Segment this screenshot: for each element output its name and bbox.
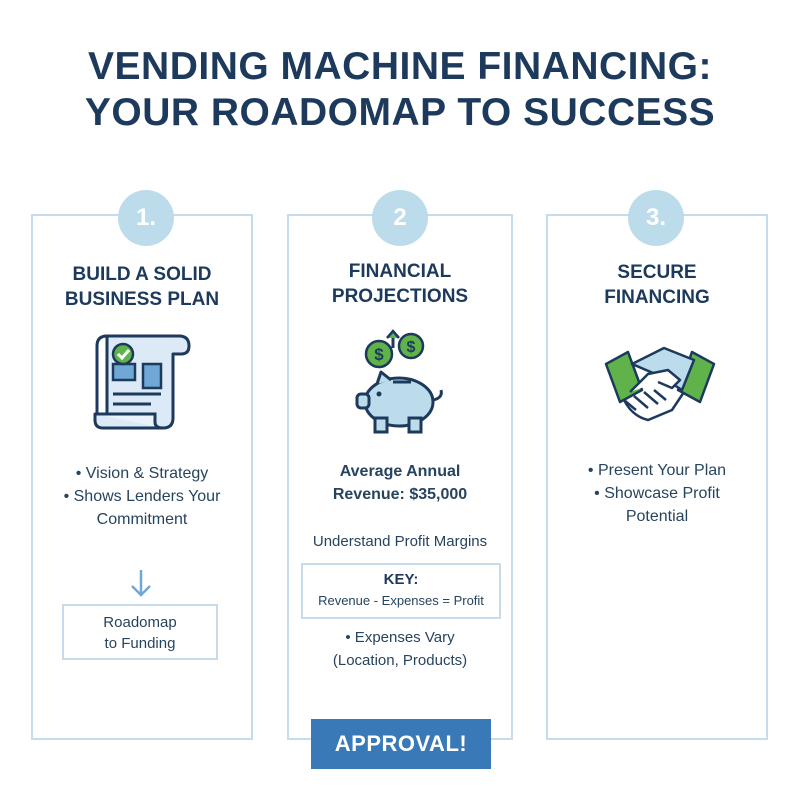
step-1-heading: BUILD A SOLID BUSINESS PLAN: [64, 264, 220, 310]
key-label: KEY:: [383, 571, 419, 588]
step-2-heading: FINANCIAL PROJECTIONS: [331, 261, 469, 307]
arrow-down-icon: [131, 570, 151, 597]
title-line-1: VENDING MACHINE FINANCING:: [88, 45, 712, 88]
business-plan-document-icon: [93, 334, 191, 430]
approval-banner: APPROVAL!: [311, 719, 491, 769]
step-2-badge: 2: [372, 190, 428, 246]
handshake-icon: [604, 346, 716, 422]
step-1-badge: 1.: [118, 190, 174, 246]
key-formula: Revenue - Expenses = Profit: [318, 593, 484, 608]
svg-text:$: $: [407, 339, 416, 356]
step-3-bullet-continuation: Potential: [625, 508, 689, 525]
step-1-bullet: • Vision & Strategy: [75, 465, 209, 482]
profit-key-box: KEY: Revenue - Expenses = Profit: [301, 563, 501, 619]
title-line-2: YOUR ROADOMAP TO SUCCESS: [84, 91, 716, 134]
roadmap-to-funding-box: Roadomap to Funding: [62, 604, 218, 660]
svg-text:$: $: [374, 345, 384, 364]
step-1-bullet-continuation: Commitment: [96, 511, 188, 528]
step-2-card: FINANCIAL PROJECTIONS $ $ Average Annual…: [287, 214, 513, 740]
step-3-bullet: • Present Your Plan: [587, 462, 727, 479]
average-revenue-text: Average Annual Revenue: $35,000: [332, 463, 468, 503]
profit-margins-text: Understand Profit Margins: [312, 533, 488, 550]
step-3-bullet: • Showcase Profit: [594, 485, 720, 502]
step-1-bullets: • Vision & Strategy • Shows Lenders Your…: [33, 462, 251, 531]
step-3-heading: SECURE FINANCING: [604, 262, 710, 308]
step-3-bullets: • Present Your Plan • Showcase Profit Po…: [548, 459, 766, 528]
piggy-bank-icon: $ $: [355, 329, 443, 434]
page-title: VENDING MACHINE FINANCING: YOUR ROADOMAP…: [0, 44, 800, 136]
expenses-text: • Expenses Vary (Location, Products): [332, 629, 468, 669]
step-1-bullet: • Shows Lenders Your: [63, 488, 221, 505]
step-3-badge: 3.: [628, 190, 684, 246]
step-1-card: BUILD A SOLID BUSINESS PLAN • Vision & S…: [31, 214, 253, 740]
step-3-card: SECURE FINANCING • Present Your Plan • S…: [546, 214, 768, 740]
